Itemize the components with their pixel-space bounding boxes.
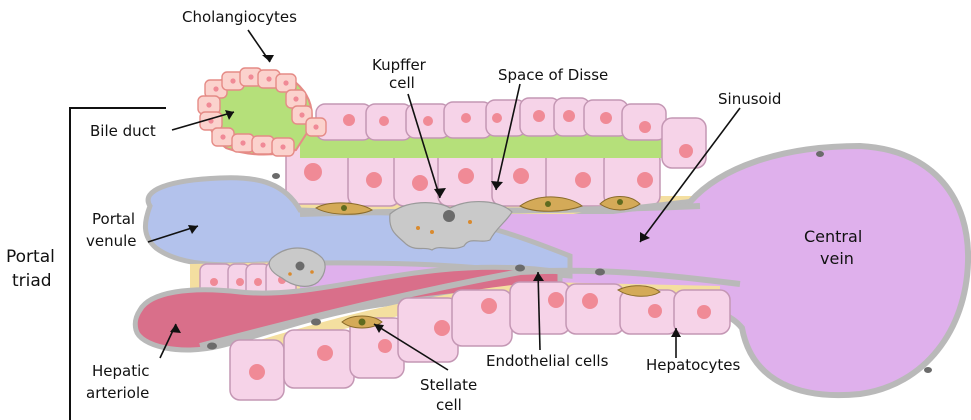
label-kupffer-2: cell [389, 74, 415, 92]
label-cholangiocytes: Cholangiocytes [182, 8, 297, 26]
label-sinusoid: Sinusoid [718, 90, 781, 108]
label-central-vein-1: Central [804, 227, 862, 246]
label-portal-triad-1: Portal [6, 247, 55, 267]
label-hepatocytes: Hepatocytes [646, 356, 741, 374]
label-endothelial-cells: Endothelial cells [486, 352, 609, 370]
label-central-vein-2: vein [820, 249, 854, 268]
label-hepatic-arteriole-2: arteriole [86, 384, 149, 402]
label-hepatic-arteriole-1: Hepatic [92, 362, 150, 380]
label-portal-venule-2: venule [86, 232, 137, 250]
label-space-of-disse: Space of Disse [498, 66, 608, 84]
label-portal-triad-2: triad [12, 271, 52, 291]
label-stellate-1: Stellate [420, 376, 477, 394]
label-bile-duct: Bile duct [90, 122, 156, 140]
label-stellate-2: cell [436, 396, 462, 414]
label-portal-venule-1: Portal [92, 210, 135, 228]
label-kupffer-1: Kupffer [372, 56, 427, 74]
